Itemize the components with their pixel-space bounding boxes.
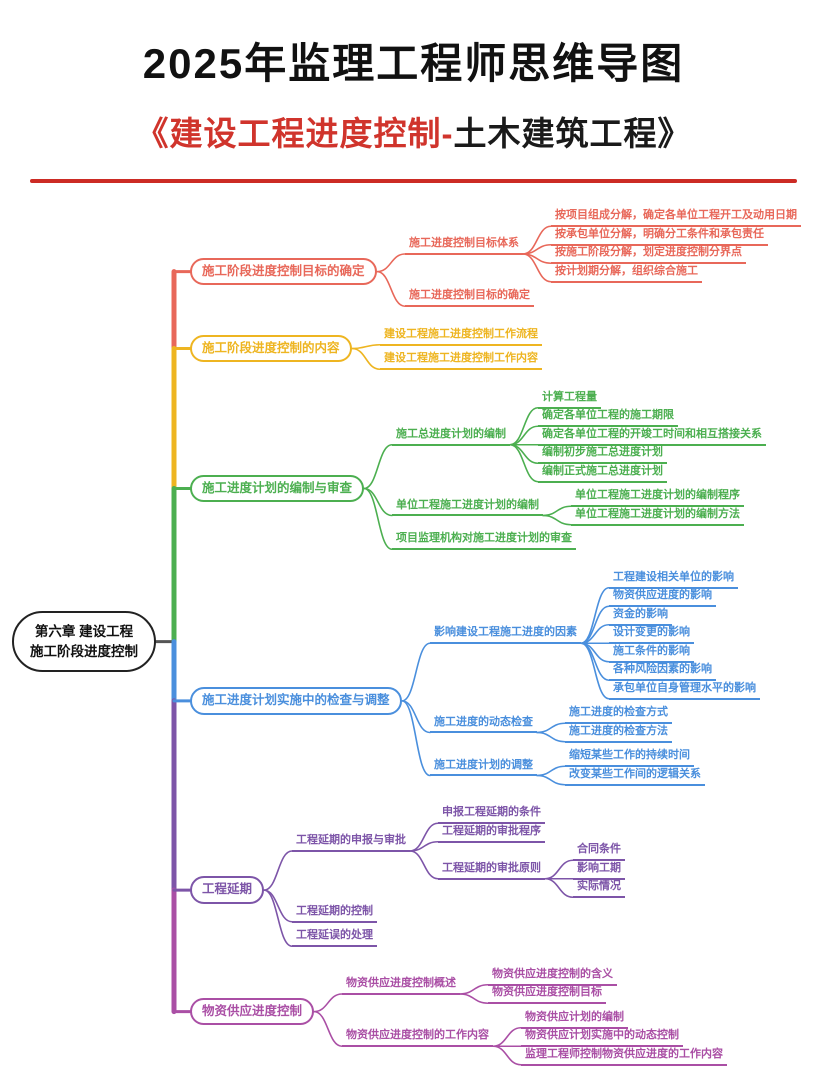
mindmap-sub-node: 施工总进度计划的编制 [392, 427, 510, 446]
mindmap-sub-node: 工程延期的审批程序 [438, 824, 545, 843]
mindmap-sub-node: 建设工程施工进度控制工作内容 [380, 351, 542, 370]
mindmap-sub-node: 按施工阶段分解，划定进度控制分界点 [551, 245, 746, 264]
mindmap-sub-node: 物资供应进度控制概述 [342, 976, 460, 995]
mindmap-sub-node: 确定各单位工程的开竣工时间和相互搭接关系 [538, 427, 766, 446]
mindmap-sub-node: 确定各单位工程的施工期限 [538, 408, 678, 427]
mindmap-sub-node: 实际情况 [573, 879, 625, 898]
mindmap-sub-node: 工程延误的处理 [292, 928, 377, 947]
mindmap-sub-node: 施工进度的动态检查 [430, 715, 537, 734]
mindmap-sub-node: 资金的影响 [609, 607, 672, 626]
mindmap-sub-node: 申报工程延期的条件 [438, 805, 545, 824]
mindmap-branch-node: 施工阶段进度控制的内容 [190, 334, 352, 363]
page-header: 2025年监理工程师思维导图 《建设工程进度控制-土木建筑工程》 [0, 0, 827, 183]
mindmap-sub-node: 物资供应计划实施中的动态控制 [521, 1028, 683, 1047]
mindmap-branch-node: 施工阶段进度控制目标的确定 [190, 257, 377, 286]
mindmap-sub-node: 建设工程施工进度控制工作流程 [380, 327, 542, 346]
mindmap-sub-node: 物资供应进度的影响 [609, 588, 716, 607]
mindmap-sub-node: 工程延期的申报与审批 [292, 833, 410, 852]
mindmap-sub-node: 按计划期分解，组织综合施工 [551, 264, 702, 283]
mindmap-sub-node: 项目监理机构对施工进度计划的审查 [392, 531, 576, 550]
mindmap-sub-node: 工程延期的审批原则 [438, 861, 545, 880]
mindmap-sub-node: 工程延期的控制 [292, 904, 377, 923]
mindmap-branch-node: 施工进度计划实施中的检查与调整 [190, 686, 402, 715]
mindmap-sub-node: 施工条件的影响 [609, 644, 694, 663]
mindmap-sub-node: 施工进度的检查方法 [565, 724, 672, 743]
mindmap-sub-node: 物资供应进度控制目标 [488, 985, 606, 1004]
subtitle-red-part: 《建设工程进度控制- [135, 115, 454, 152]
title-divider [30, 179, 797, 183]
mindmap-sub-node: 编制初步施工总进度计划 [538, 445, 667, 464]
mindmap-sub-node: 按承包单位分解，明确分工条件和承包责任 [551, 227, 768, 246]
mindmap-sub-node: 缩短某些工作的持续时间 [565, 748, 694, 767]
mindmap-branch-node: 施工进度计划的编制与审查 [190, 474, 365, 503]
mindmap-branch-node: 工程延期 [190, 876, 265, 904]
mindmap-sub-node: 改变某些工作间的逻辑关系 [565, 767, 705, 786]
mindmap-sub-node: 单位工程施工进度计划的编制 [392, 498, 543, 517]
mindmap-sub-node: 施工进度的检查方式 [565, 705, 672, 724]
mindmap-sub-node: 合同条件 [573, 842, 625, 861]
page-title: 2025年监理工程师思维导图 [142, 40, 685, 87]
mindmap-sub-node: 编制正式施工总进度计划 [538, 464, 667, 483]
mindmap-sub-node: 单位工程施工进度计划的编制方法 [571, 507, 744, 526]
mindmap-sub-node: 施工进度计划的调整 [430, 758, 537, 777]
mindmap-sub-node: 物资供应进度控制的含义 [488, 967, 617, 986]
subtitle-dark-part: 土木建筑工程》 [453, 115, 692, 152]
mindmap-branch-node: 物资供应进度控制 [190, 997, 315, 1026]
mindmap-sub-node: 施工进度控制目标体系 [405, 236, 523, 255]
mindmap-sub-node: 单位工程施工进度计划的编制程序 [571, 488, 744, 507]
page-subtitle: 《建设工程进度控制-土木建筑工程》 [0, 107, 827, 155]
mindmap-sub-node: 各种风险因素的影响 [609, 662, 716, 681]
mindmap-sub-node: 监理工程师控制物资供应进度的工作内容 [521, 1047, 727, 1066]
mindmap-root-node: 第六章 建设工程 施工阶段进度控制 [12, 611, 156, 673]
mindmap-sub-node: 计算工程量 [538, 390, 601, 409]
mindmap-sub-node: 按项目组成分解，确定各单位工程开工及动用日期 [551, 208, 801, 227]
mindmap-sub-node: 影响建设工程施工进度的因素 [430, 625, 581, 644]
mindmap-sub-node: 物资供应计划的编制 [521, 1010, 628, 1029]
mindmap-sub-node: 影响工期 [573, 861, 625, 880]
mindmap-sub-node: 设计变更的影响 [609, 625, 694, 644]
mindmap: 第六章 建设工程 施工阶段进度控制 施工阶段进度控制目标的确定 施工进度控制目标体系… [0, 198, 827, 1076]
mindmap-sub-node: 物资供应进度控制的工作内容 [342, 1028, 493, 1047]
mindmap-sub-node: 工程建设相关单位的影响 [609, 570, 738, 589]
mindmap-sub-node: 施工进度控制目标的确定 [405, 288, 534, 307]
mindmap-sub-node: 承包单位自身管理水平的影响 [609, 681, 760, 700]
